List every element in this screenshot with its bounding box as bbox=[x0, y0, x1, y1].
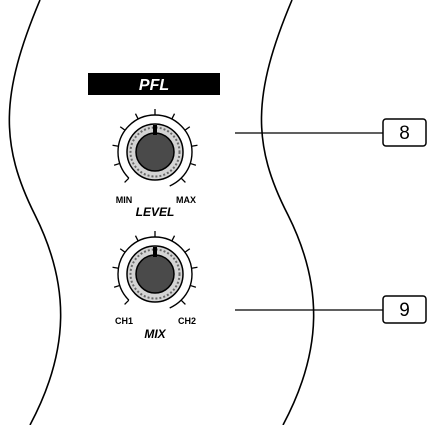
mix-ch1-label: CH1 bbox=[115, 316, 133, 326]
scale-tick bbox=[124, 177, 130, 183]
pfl-header: PFL bbox=[88, 73, 220, 95]
level-max-label: MAX bbox=[176, 195, 196, 205]
scale-tick bbox=[119, 126, 126, 131]
mix-scale-arc bbox=[117, 236, 193, 312]
scale-tick bbox=[171, 113, 176, 120]
pfl-header-label: PFL bbox=[139, 77, 169, 94]
scale-tick bbox=[191, 144, 198, 147]
scale-tick bbox=[112, 266, 119, 269]
mix-ch2-label: CH2 bbox=[178, 316, 196, 326]
level-min-label: MIN bbox=[116, 195, 133, 205]
level-knob-pointer bbox=[153, 125, 157, 135]
scale-tick bbox=[134, 113, 139, 120]
panel-edge-left bbox=[8, 0, 62, 425]
level-knob-knurl bbox=[129, 126, 181, 178]
scale-tick bbox=[189, 284, 197, 288]
level-knob-cap[interactable] bbox=[135, 132, 175, 172]
scale-tick bbox=[180, 177, 186, 183]
mix-scale-ticks bbox=[112, 231, 198, 305]
callout-9-number: 9 bbox=[399, 300, 410, 321]
level-scale-ticks bbox=[112, 109, 198, 183]
scale-tick bbox=[113, 162, 121, 166]
scale-tick bbox=[171, 235, 176, 242]
scale-tick bbox=[112, 144, 119, 147]
callout-8-number: 8 bbox=[399, 123, 410, 144]
scale-tick bbox=[119, 248, 126, 253]
callout-9: 9 bbox=[235, 295, 427, 324]
mix-caption: MIX bbox=[144, 327, 166, 341]
level-knob-group: MIN MAX LEVEL bbox=[112, 109, 198, 219]
scale-tick bbox=[124, 299, 130, 305]
panel-edge-right bbox=[260, 0, 315, 425]
callout-8-box bbox=[382, 118, 427, 147]
scale-tick bbox=[184, 126, 191, 131]
level-scale-arc bbox=[117, 114, 193, 190]
mix-knob-cap[interactable] bbox=[135, 254, 175, 294]
scale-tick bbox=[189, 162, 197, 166]
scale-tick bbox=[180, 299, 186, 305]
callout-8: 8 bbox=[235, 118, 427, 147]
mix-knob-knurl bbox=[129, 248, 181, 300]
mix-knob-group: CH1 CH2 MIX bbox=[112, 231, 198, 341]
callout-9-box bbox=[382, 295, 427, 324]
level-caption: LEVEL bbox=[136, 205, 175, 219]
scale-tick bbox=[191, 266, 198, 269]
scale-tick bbox=[134, 235, 139, 242]
mix-knob-pointer bbox=[153, 247, 157, 257]
pfl-header-bar bbox=[88, 73, 220, 95]
scale-tick bbox=[113, 284, 121, 288]
scale-tick bbox=[184, 248, 191, 253]
